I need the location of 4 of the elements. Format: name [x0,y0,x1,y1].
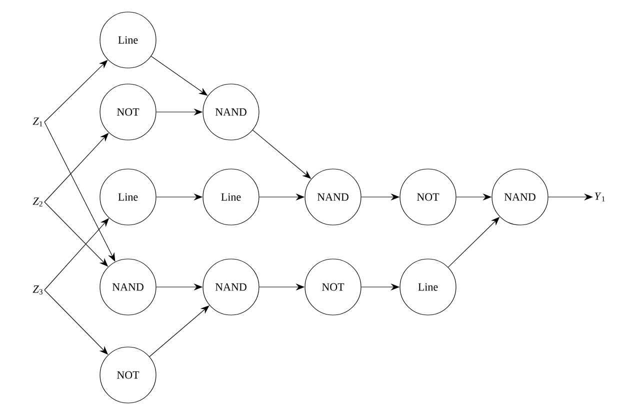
signal-label: Z$_{3}$ [32,286,42,294]
signal-label: Z$_{1}$ [32,118,42,126]
signal-label: Z$_{2}$ [32,198,42,206]
signal-label: Y$_{1}$ [594,192,605,202]
